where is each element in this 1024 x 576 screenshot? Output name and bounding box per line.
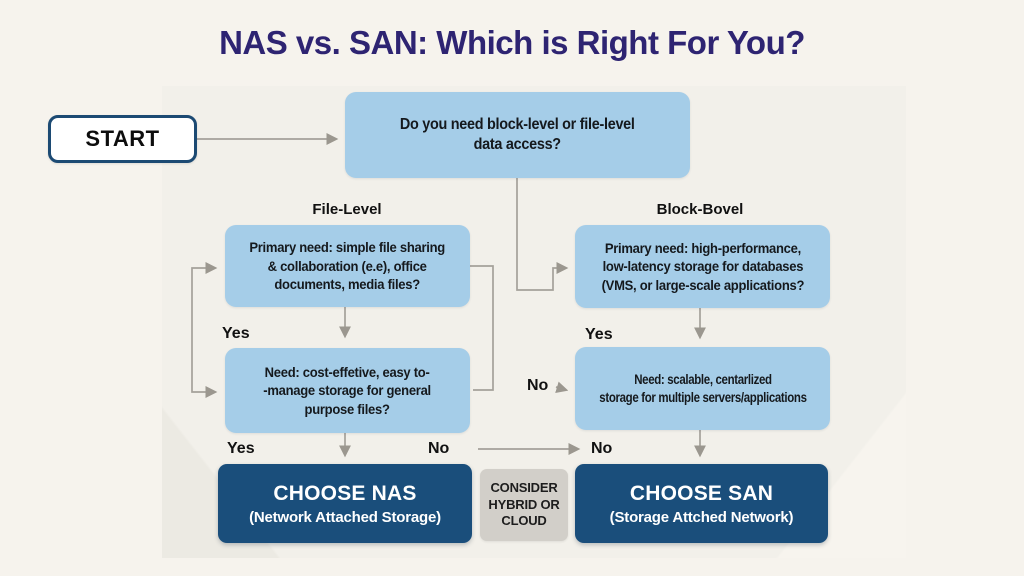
edge-label-right-no-side: No [527,377,549,394]
page-title: NAS vs. SAN: Which is Right For You? [219,24,805,61]
outcome-hybrid-text: CONSIDER HYBRID OR CLOUD [488,479,560,529]
root-question-text: Do you need block-level or file-level da… [400,115,635,153]
edge-label-right-no-2: No [591,440,613,457]
start-label: START [85,126,160,151]
right-question-2-text: Need: scalable, centarlized storage for … [598,371,807,405]
left-question-1-text: Primary need: simple file sharing & coll… [249,239,446,293]
edge-label-left-yes-2: Yes [227,440,255,457]
outcome-nas-node: CHOOSE NAS (Network Attached Storage) [218,464,472,543]
outcome-nas-title: CHOOSE NAS [273,481,417,505]
left-question-2-text: Need: cost-effetive, easy to- -manage st… [263,363,432,417]
left-question-1-node: Primary need: simple file sharing & coll… [225,225,470,307]
edge-label-left-yes-1: Yes [222,325,250,342]
outcome-nas-subtitle: (Network Attached Storage) [249,508,441,526]
root-question-node: Do you need block-level or file-level da… [345,92,690,178]
branch-label-file-level: File-Level [312,201,382,218]
outcome-san-title: CHOOSE SAN [629,481,774,505]
branch-label-block-level: Block-Bovel [656,201,744,218]
edge-label-left-no-2: No [428,440,450,457]
edge-label-right-yes-1: Yes [585,326,613,343]
start-node: START [48,115,197,163]
right-question-1-node: Primary need: high-performance, low-late… [575,225,830,308]
left-question-2-node: Need: cost-effetive, easy to- -manage st… [225,348,470,433]
outcome-hybrid-node: CONSIDER HYBRID OR CLOUD [480,469,568,541]
outcome-san-node: CHOOSE SAN (Storage Attched Network) [575,464,828,543]
outcome-san-subtitle: (Storage Attched Network) [609,508,794,526]
right-question-1-text: Primary need: high-performance, low-late… [601,239,804,293]
right-question-2-node: Need: scalable, centarlized storage for … [575,347,830,430]
